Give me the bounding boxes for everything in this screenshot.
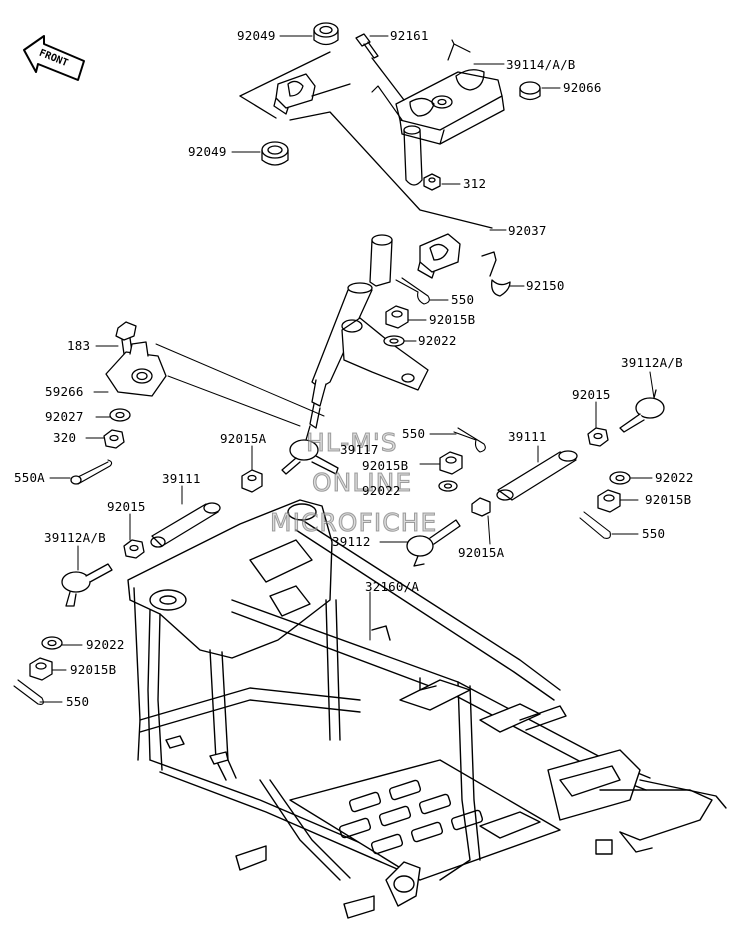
watermark-line-3: MICROFICHE [269,508,438,538]
nut-92015B-right-icon [598,490,620,512]
cotter-550-mid-icon [454,428,485,452]
part-label-39112AB-right: 39112A/B [621,355,683,370]
washer-92022-top-icon [384,336,404,346]
washer-92022-bot-icon [42,637,62,649]
part-label-550-right: 550 [642,526,666,541]
part-label-92015B-right: 92015B [645,492,692,507]
bolt-183-icon [116,322,136,354]
part-label-92022-mid: 92022 [362,483,401,498]
steering-shaft-icon [310,235,428,428]
part-label-92015A-right: 92015A [458,545,505,560]
part-label-92150: 92150 [526,278,565,293]
holder-upper-icon [396,70,504,144]
part-label-550-bot: 550 [66,694,90,709]
part-label-550-mid: 550 [402,426,426,441]
part-label-92015-right: 92015 [572,387,611,402]
part-label-92015-left: 92015 [107,499,146,514]
part-label-183: 183 [67,338,91,353]
part-label-550-top: 550 [451,292,475,307]
part-label-59266: 59266 [45,384,84,399]
tie-rod-end-right-icon [620,390,664,432]
watermark-line-2: ONLINE [311,468,413,498]
cotter-550-right-icon [580,512,610,538]
nut-92015-left-icon [124,540,144,558]
part-label-39114: 39114/A/B [506,57,576,72]
part-label-39117: 39117 [340,442,379,457]
cotter-550-bot-icon [14,680,43,704]
nut-92015B-bot-icon [30,658,52,680]
clip-icon [448,40,470,60]
tie-rod-end-left-icon [62,564,112,606]
part-label-92022-bot: 92022 [86,637,125,652]
holder-92037-icon [418,234,460,278]
leader-lines [40,36,654,702]
part-label-320: 320 [53,430,77,445]
tie-rod-right-icon [497,451,577,500]
part-label-550A: 550A [14,470,45,485]
cap-icon [520,82,540,100]
bushing-top-icon [314,23,338,45]
tie-rod-end-center-icon [282,426,338,474]
part-label-92015B-bot: 92015B [70,662,117,677]
nut-92015B-mid-icon [440,452,462,474]
part-label-39112: 39112 [332,534,371,549]
part-label-92027: 92027 [45,409,84,424]
part-label-312: 312 [463,176,487,191]
part-label-92022-top: 92022 [418,333,457,348]
steering-shaft-top-icon [404,126,422,185]
part-label-39112AB-left: 39112A/B [44,530,106,545]
part-label-39111-left: 39111 [162,471,201,486]
part-label-39111-right: 39111 [508,429,547,444]
washer-92022-mid-icon [439,481,457,491]
holder-lower-icon [274,74,315,114]
part-label-92066: 92066 [563,80,602,95]
cotter-550A-icon [76,460,112,484]
bolt-92161-icon [356,34,404,100]
part-label-92015B-mid: 92015B [362,458,409,473]
nut-92015A-right-icon [472,498,490,516]
nut-92015B-top-icon [386,306,408,328]
nut-92015A-left-icon [242,470,262,492]
nut-312-icon [424,174,440,190]
nut-92015-right-icon [588,428,608,446]
part-label-92037: 92037 [508,223,547,238]
washer-92022-right-icon [610,472,630,484]
front-arrow-icon: FRONT [24,36,84,80]
bolt-92150-icon [482,252,510,296]
tie-rod-left-icon [151,503,220,547]
part-label-92022-right: 92022 [655,470,694,485]
part-label-32160: 32160/A [365,579,420,594]
part-label-92015A-left: 92015A [220,431,267,446]
part-label-92015B-top: 92015B [429,312,476,327]
bushing-middle-icon [262,142,288,165]
washer-92027-icon [110,409,130,421]
part-label-92161: 92161 [390,28,429,43]
part-label-92049-mid: 92049 [188,144,227,159]
part-label-92049-top: 92049 [237,28,276,43]
frame-icon [128,500,726,918]
nut-320-icon [104,430,124,448]
watermark-line-1: HL-M'S [306,428,398,458]
handlebar-holder-group [240,23,540,304]
cotter-pin-icon [396,278,429,304]
bearing-holder-59266-icon [106,342,166,396]
tie-rod-end-39112-icon [407,520,460,566]
